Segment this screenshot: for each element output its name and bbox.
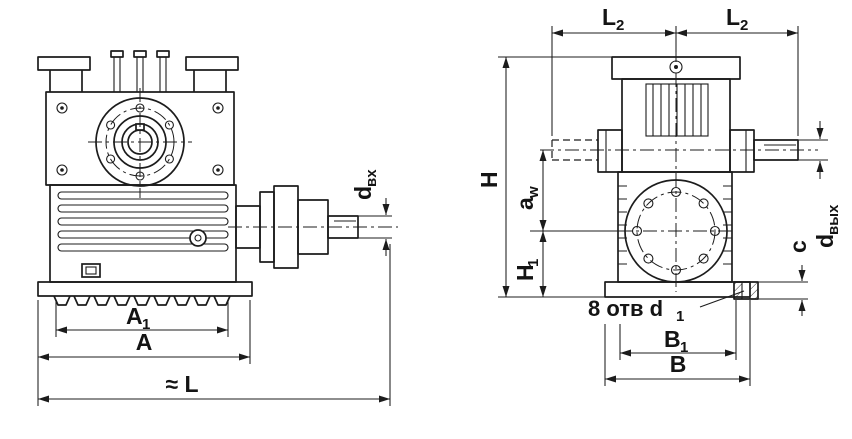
note-holes-sub: 1 [676, 308, 684, 325]
note-holes: 8 отв d 1 [588, 290, 745, 325]
dim-d-output-label: d [812, 234, 838, 248]
dim-l2-right-sub: 2 [740, 17, 748, 34]
top-pad-right [185, 56, 239, 71]
drain-plug-head [85, 266, 97, 275]
dim-h1-label: H [512, 264, 538, 281]
dim-l: ≈ L [37, 244, 391, 406]
dim-h1: H 1 [512, 231, 547, 297]
dim-aw-sub: w [525, 186, 542, 199]
dim-b1: B 1 [619, 300, 737, 360]
studs [113, 57, 167, 92]
pad-legs [49, 70, 227, 92]
dim-l-label: ≈ L [165, 371, 198, 397]
boss-faces [605, 130, 747, 172]
dim-c: c [758, 240, 811, 316]
flange-centerlines [88, 88, 192, 198]
dim-aw-label: a [512, 197, 538, 210]
foot-section [733, 281, 759, 300]
dim-a1-sub: 1 [142, 316, 150, 333]
note-holes-label: 8 отв d [588, 296, 663, 321]
dim-a1-label: A [126, 303, 143, 329]
dim-d-output-sub: вых [825, 204, 842, 235]
base-plate-front [604, 281, 751, 298]
stud-head [110, 50, 124, 58]
drain-plug [81, 263, 101, 278]
left-view: A 1 A ≈ L d вх [37, 50, 398, 406]
dim-l2-right-label: L [726, 4, 740, 30]
dim-c-label: c [785, 240, 811, 253]
dim-h-label: H [476, 171, 502, 188]
dim-a-label: A [136, 329, 153, 355]
dim-h: H [476, 56, 612, 298]
cooling-slots [57, 191, 229, 252]
bearing-boss-right [729, 129, 755, 173]
dim-d-input-label: d [350, 186, 376, 200]
oil-plug [189, 229, 207, 247]
right-view: L 2 L 2 H a w [476, 4, 842, 386]
front-centerlines [618, 48, 734, 292]
hidden-shaft-left [551, 139, 598, 161]
dim-h1-sub: 1 [525, 259, 542, 267]
left-view-body [37, 50, 398, 306]
flange-holes [631, 186, 721, 276]
dim-l2-left-label: L [602, 4, 616, 30]
worm-window-ribs [652, 84, 702, 136]
dim-aw: a w [512, 150, 618, 232]
dim-d-input-sub: вх [363, 169, 380, 187]
oil-plug-center [194, 234, 202, 242]
dim-l2-right: L 2 [676, 4, 799, 136]
base-plate [37, 281, 253, 297]
dim-b-label: B [670, 351, 687, 377]
dim-d-output: d вых [798, 121, 842, 248]
right-view-body [540, 48, 818, 300]
dim-b: B [604, 300, 751, 386]
base-ribs [53, 295, 231, 306]
dim-b1-sub: 1 [680, 339, 688, 356]
dim-d-input: d вх [350, 169, 392, 256]
stud-head [133, 50, 147, 58]
dim-a1: A 1 [55, 300, 229, 337]
dim-l2-left: L 2 [551, 4, 677, 136]
output-flange [88, 88, 192, 198]
dim-a: A [37, 300, 251, 364]
corner-bolts [56, 102, 224, 176]
stud-head [156, 50, 170, 58]
bearing-boss-left [597, 129, 623, 173]
dim-b1-label: B [664, 326, 681, 352]
top-pad-left [37, 56, 91, 71]
dim-l2-left-sub: 2 [616, 17, 624, 34]
input-shaft-assembly [228, 185, 398, 269]
